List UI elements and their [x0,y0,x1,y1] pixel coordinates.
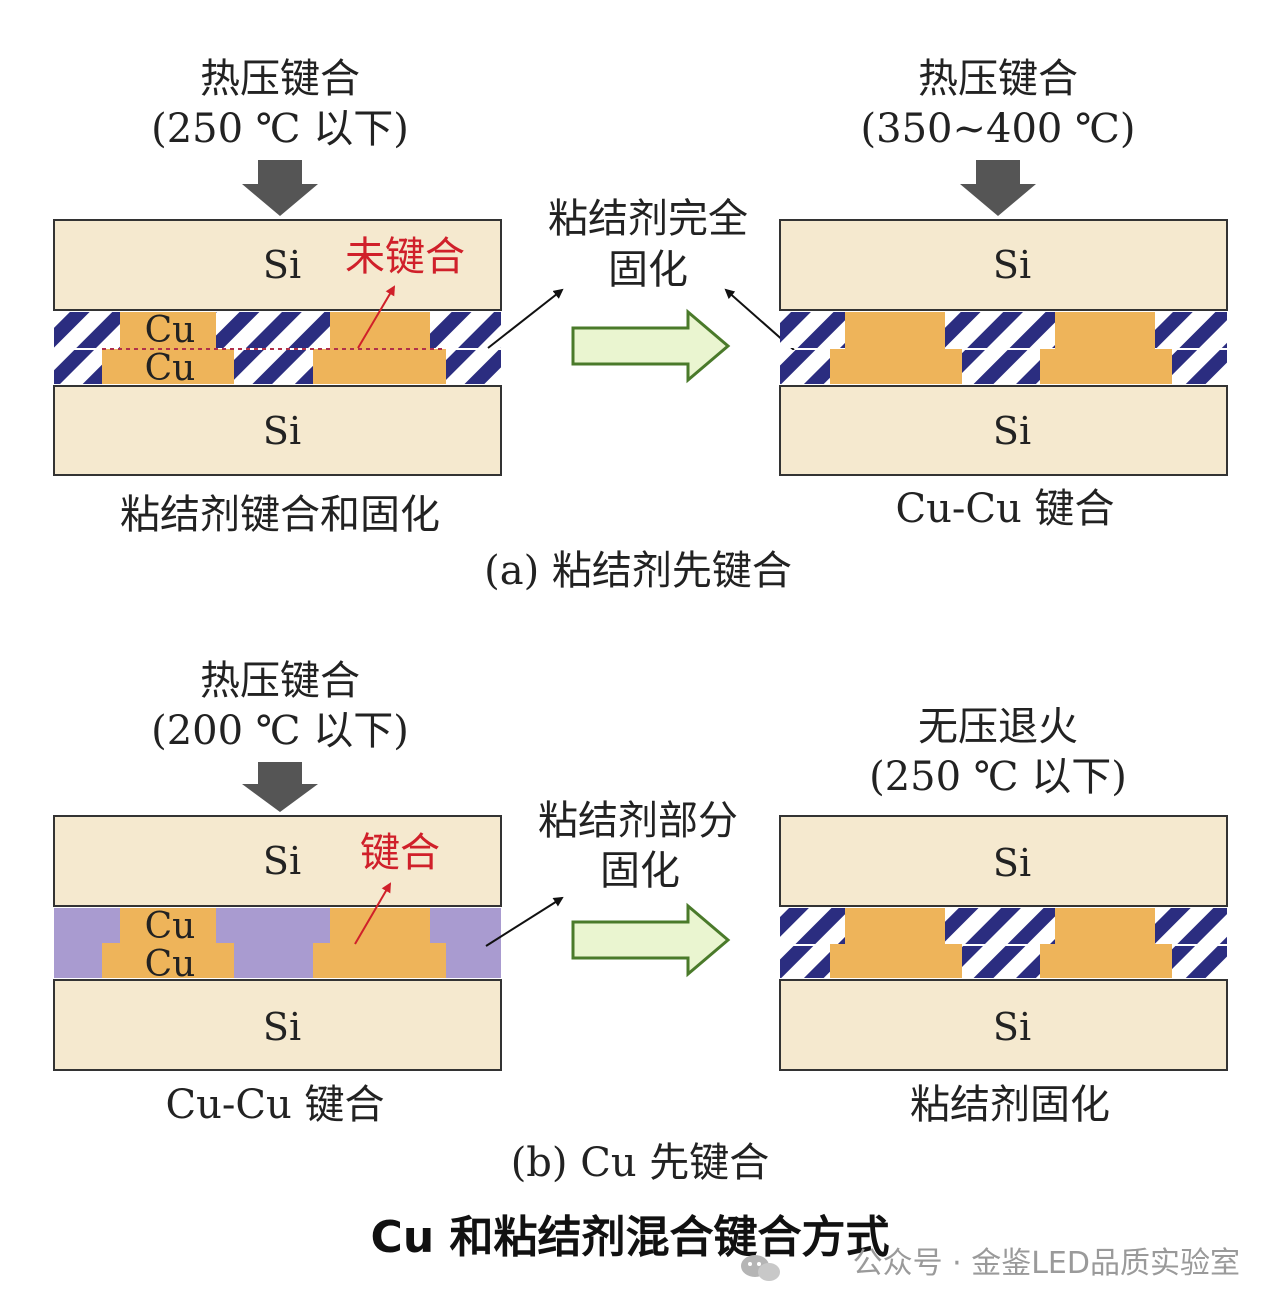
pointer-arrow [487,288,564,349]
stack-caption: 粘结剂键合和固化 [120,492,440,538]
transition-label: 粘结剂完全 [548,196,748,242]
process-label: 热压键合 [200,56,360,102]
cu-pad-bottom [102,943,234,978]
transition-label: 固化 [600,848,680,894]
stack-caption: Cu-Cu 键合 [896,486,1115,532]
cu-pad-top [330,312,430,349]
si-label: Si [993,409,1031,453]
stack-caption: Cu-Cu 键合 [166,1082,385,1128]
red-pointer [354,882,392,945]
cu-label: Cu [145,348,196,389]
cu-pad-top [845,908,945,946]
unbonded-label: 未键合 [345,234,465,280]
wafer-stack-left: Si 未键合 Cu Cu Si [53,219,502,476]
condition-label: (200 ℃ 以下) [151,708,409,754]
si-label: Si [993,243,1031,287]
watermark: 公众号 · 金鉴LED品质实验室 [741,1246,1240,1281]
cu-pad-bottom [313,943,446,978]
figure-title: Cu 和粘结剂混合键合方式 [371,1212,890,1263]
cu-label: Cu [145,906,196,947]
cu-pad-bottom [313,349,446,384]
process-label: 热压键合 [918,56,1078,102]
si-wafer-bottom [53,385,502,476]
cu-pad-top [1055,312,1155,350]
si-wafer-bottom [53,979,502,1071]
right-arrow-icon [571,902,731,978]
cu-pad-top [845,312,945,350]
down-arrow-icon [242,160,318,216]
cu-label: Cu [145,310,196,351]
cu-pad-top [120,312,216,349]
process-label: 热压键合 [200,658,360,704]
right-arrow-icon [571,308,731,384]
condition-label: (350~400 ℃) [861,106,1136,152]
si-label: Si [263,1005,301,1049]
cu-pad-top [120,908,216,944]
si-wafer-top [779,815,1228,907]
si-wafer-top [779,219,1228,311]
wechat-icon [741,1255,780,1281]
cu-pad-bottom [1040,349,1172,384]
wafer-stack-right: Si Si [779,815,1228,1071]
panel-caption: (a) 粘结剂先键合 [484,548,792,594]
condition-label: (250 ℃ 以下) [151,106,409,152]
down-arrow-icon [242,762,318,812]
transition-label: 固化 [608,247,688,293]
cu-label: Cu [145,944,196,985]
transition-label: 粘结剂部分 [538,798,738,844]
watermark-text: 公众号 · 金鉴LED品质实验室 [853,1246,1240,1281]
si-label: Si [993,841,1031,885]
si-label: Si [263,243,301,287]
si-wafer-top [53,219,502,311]
cu-pad-bottom [1040,944,1172,978]
si-label: Si [263,409,301,453]
pointer-arrow [485,896,564,947]
red-pointer [357,285,396,349]
cu-pad-top [1055,908,1155,946]
cu-pad-bottom [830,349,962,384]
si-label: Si [993,1005,1031,1049]
panel-caption: (b) Cu 先键合 [511,1140,770,1186]
si-wafer-top [53,815,502,907]
si-label: Si [263,839,301,883]
wafer-stack-left: Si 键合 Cu Cu Si [53,815,502,1071]
cu-pad-bottom [830,944,962,978]
si-wafer-bottom [779,979,1228,1071]
cu-pad-bottom [102,349,234,384]
cu-pad-top [330,908,430,944]
bonded-label: 键合 [360,830,440,876]
process-label: 无压退火 [918,704,1078,750]
panel-b: 热压键合 (200 ℃ 以下) Si 键合 Cu Cu Si Cu-Cu 键合 … [53,658,1228,1186]
si-wafer-bottom [779,385,1228,476]
wafer-stack-right: Si Si [779,219,1228,476]
condition-label: (250 ℃ 以下) [869,754,1127,800]
stack-caption: 粘结剂固化 [910,1082,1110,1128]
panel-a: 热压键合 (250 ℃ 以下) Si 未键合 Cu Cu Si 粘结剂键合和固化… [53,56,1228,594]
down-arrow-icon [960,160,1036,216]
